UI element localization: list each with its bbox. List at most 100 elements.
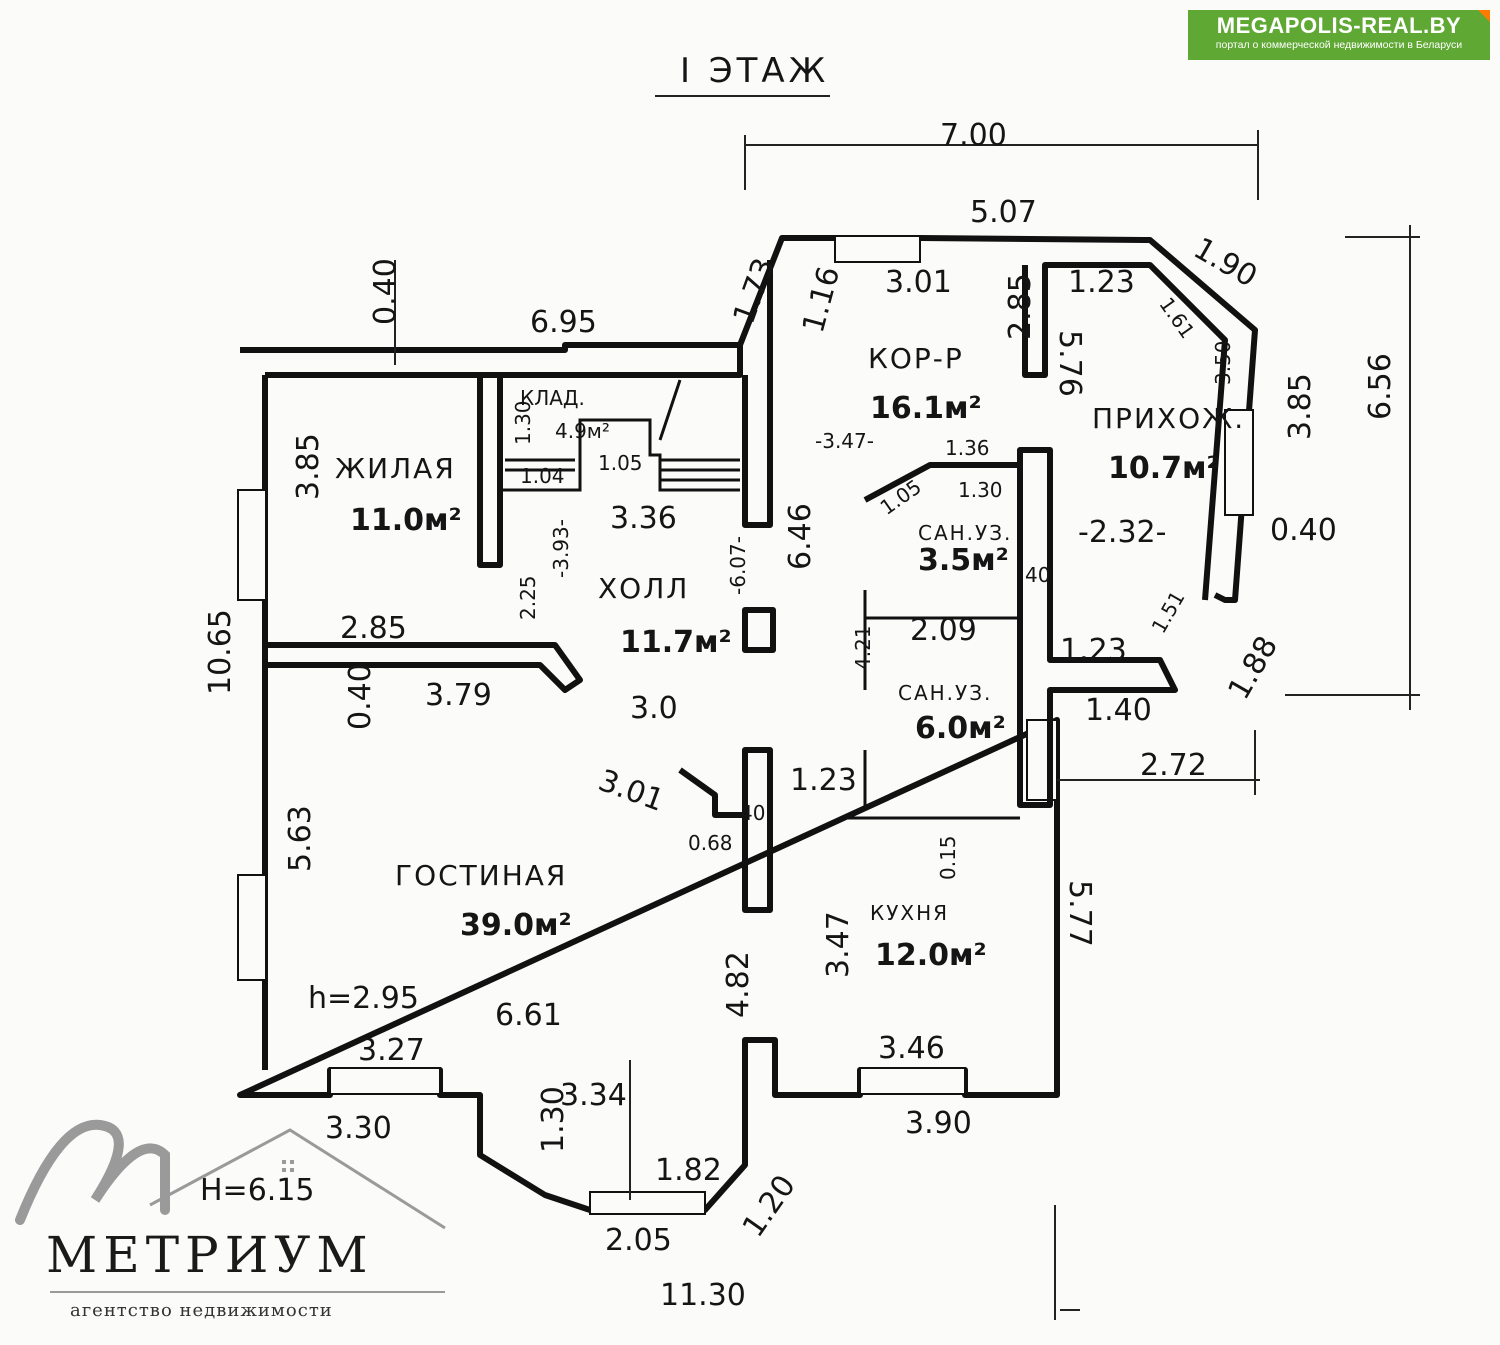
dim-2-32: -2.32- [1078, 515, 1166, 550]
room-name-bath1: САН.УЗ. [918, 521, 1012, 545]
dim-3-36: 3.36 [610, 501, 677, 536]
dim-1-88: 1.88 [1221, 630, 1285, 705]
room-labels: ЖИЛАЯ 11.0м² ХОЛЛ 11.7м² КОР-Р 16.1м² ПР… [335, 342, 1245, 973]
dim-1-23-top: 1.23 [1068, 265, 1135, 300]
dim-1-30-bath: 1.30 [958, 478, 1003, 502]
window-living-south [329, 1067, 441, 1095]
window-entry [1224, 409, 1254, 516]
dim-4-82: 4.82 [721, 951, 756, 1018]
dim-3-01-hall: 3.01 [594, 763, 669, 819]
dim-5-77: 5.77 [1062, 880, 1097, 947]
dim-11-30: 11.30 [660, 1278, 746, 1313]
room-name-entry: ПРИХОЖ. [1092, 402, 1245, 435]
room-name-storage: КЛАД. [520, 386, 585, 410]
wall-angled [678, 767, 745, 818]
dim-1-04: 1.04 [520, 464, 565, 488]
dim-3-79: 3.79 [425, 678, 492, 713]
room-name-bath2: САН.УЗ. [898, 681, 992, 705]
brand-name: МЕТРИУМ [46, 1226, 374, 1284]
dim-1-23-mid: 1.23 [1060, 633, 1127, 668]
room-name-bedroom: ЖИЛАЯ [335, 452, 456, 485]
dim-3-85-right: 3.85 [1283, 373, 1318, 440]
dim-0-15: 0.15 [936, 835, 960, 880]
dim-5-76: 5.76 [1052, 330, 1087, 397]
wall-bath-partitions [848, 590, 1020, 820]
room-area-corridor: 16.1м² [870, 391, 982, 426]
window-bedroom [237, 489, 267, 601]
dim-1-05-stair: 1.05 [598, 451, 643, 475]
wall-column [742, 747, 773, 913]
room-name-hall: ХОЛЛ [598, 572, 689, 605]
dim-1-36: 1.36 [945, 436, 990, 460]
dim-1-30-stair: 1.30 [511, 400, 535, 445]
dim-5-07: 5.07 [970, 195, 1037, 230]
metrium-logo-icon [15, 1119, 446, 1293]
room-name-kitchen: КУХНЯ [870, 901, 949, 925]
dim-1-05-bath: 1.05 [876, 474, 926, 519]
dim-5-63: 5.63 [283, 805, 318, 872]
dim-top-7-00: 7.00 [940, 118, 1007, 153]
dim-6-07: -6.07- [726, 536, 750, 595]
dim-2-25: 2.25 [516, 575, 540, 620]
dim-3-46: 3.46 [878, 1031, 945, 1066]
dim-40-col: 40 [740, 801, 765, 825]
wall-bedroom-south [265, 642, 583, 693]
brand-subtitle: агентство недвижимости [70, 1300, 333, 1321]
dim-1-51: 1.51 [1147, 587, 1190, 638]
room-area-storage: 4.9м² [555, 419, 610, 443]
dim-2-09: 2.09 [910, 613, 977, 648]
dim-3-47-corr: -3.47- [815, 429, 874, 453]
staircase [498, 375, 740, 492]
dim-3-27: 3.27 [358, 1033, 425, 1068]
badge-corner-icon [1478, 10, 1490, 22]
dim-4-21: 4.21 [851, 625, 875, 670]
window-kitchen [859, 1067, 966, 1095]
room-name-corridor: КОР-Р [868, 342, 964, 375]
megapolis-badge[interactable]: MEGAPOLIS-REAL.BY портал о коммерческой … [1188, 10, 1490, 60]
wall-bedroom-east [477, 375, 503, 568]
dim-0-68: 0.68 [688, 831, 733, 855]
dim-3-30: 3.30 [325, 1111, 392, 1146]
badge-site: MEGAPOLIS-REAL.BY [1216, 13, 1462, 38]
dim-1-30-bay: 1.30 [536, 1086, 571, 1153]
wall-bath-block [1017, 447, 1178, 808]
dim-3-0: 3.0 [630, 691, 678, 726]
dim-1-61: 1.61 [1154, 293, 1199, 343]
dim-0-40-top: 0.40 [368, 258, 403, 325]
room-area-entry: 10.7м² [1108, 451, 1220, 486]
wall-hall-east [742, 260, 773, 528]
dim-6-95: 6.95 [530, 305, 597, 340]
dim-3-01-top: 3.01 [885, 265, 952, 300]
window-bay [589, 1191, 706, 1215]
dimension-lines [394, 130, 1420, 1320]
dim-6-46: 6.46 [783, 503, 818, 570]
height-note: h=2.95 [308, 981, 419, 1016]
room-area-bath2: 6.0м² [915, 711, 1006, 746]
wall-bath-top [863, 462, 1020, 503]
room-area-living: 39.0м² [460, 908, 572, 943]
dim-1-73: 1.73 [727, 254, 783, 329]
plan-title: I ЭТАЖ [680, 51, 829, 91]
dim-1-40: 1.40 [1085, 693, 1152, 728]
dim-2-85-corr: 2.85 [1003, 273, 1038, 340]
dim-1-16: 1.16 [796, 263, 847, 337]
room-area-bedroom: 11.0м² [350, 503, 462, 538]
window-corridor [834, 235, 921, 263]
dim-3-93: -3.93- [549, 519, 573, 578]
dim-0-40-right: 0.40 [1270, 513, 1337, 548]
dim-6-61: 6.61 [495, 998, 562, 1033]
dim-40-bath: 40 [1025, 563, 1050, 587]
room-area-bath1: 3.5м² [918, 543, 1009, 578]
room-area-kitchen: 12.0м² [875, 938, 987, 973]
dim-3-34: 3.34 [560, 1078, 627, 1113]
dim-2-85-bed: 2.85 [340, 611, 407, 646]
wall-hall-entry [1022, 262, 1228, 601]
dim-2-05: 2.05 [605, 1223, 672, 1258]
dim-3-85-left: 3.85 [291, 433, 326, 500]
dim-0-40-mid: 0.40 [343, 663, 378, 730]
dim-3-47-kitchen: 3.47 [821, 911, 856, 978]
dim-1-20: 1.20 [736, 1169, 803, 1244]
column-hall [742, 607, 776, 653]
dim-1-23-low: 1.23 [790, 763, 857, 798]
